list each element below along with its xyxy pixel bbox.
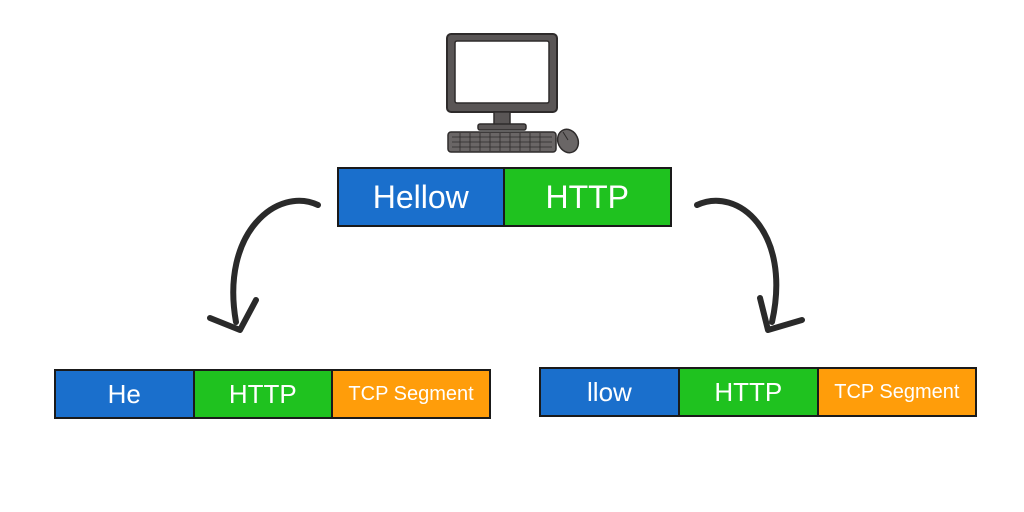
http-header-block: HTTP — [194, 371, 334, 417]
original-packet: Hellow HTTP — [337, 167, 672, 227]
curved-arrow-icon — [694, 197, 805, 333]
segment-packet-left: He HTTP TCP Segment — [54, 369, 491, 419]
http-header-block: HTTP — [679, 369, 819, 415]
tcp-segment-block: TCP Segment — [818, 369, 975, 415]
segment-data-block: He — [56, 371, 195, 417]
segment-data-block: llow — [541, 369, 680, 415]
tcp-segment-block: TCP Segment — [333, 371, 489, 417]
curved-arrow-icon — [207, 197, 321, 333]
desktop-computer-icon — [446, 33, 580, 154]
http-header-block: HTTP — [504, 169, 670, 225]
segment-packet-right: llow HTTP TCP Segment — [539, 367, 977, 417]
packet-data-block: Hellow — [339, 169, 505, 225]
